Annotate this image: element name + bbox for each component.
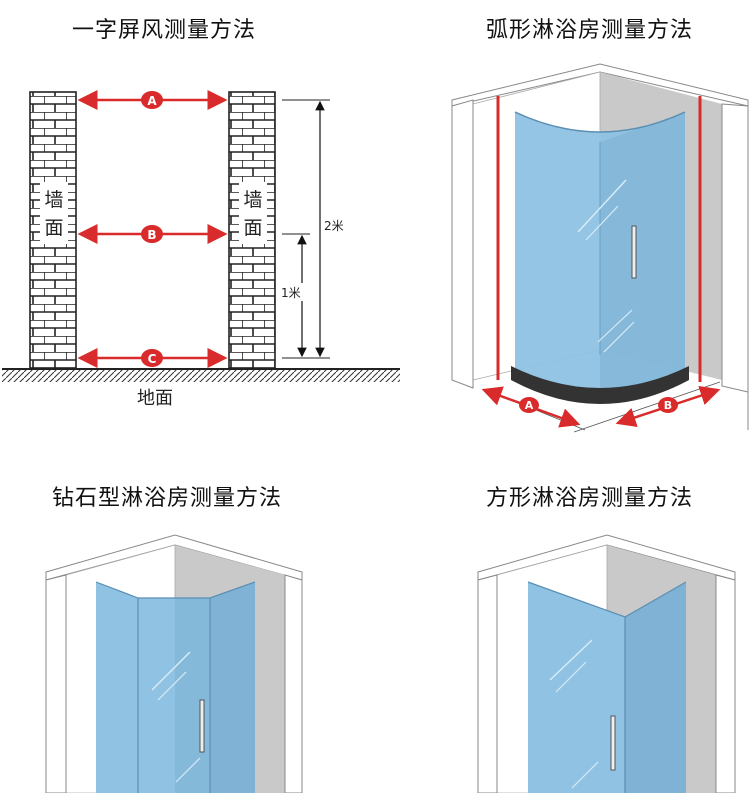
square-glass-front [528, 582, 625, 793]
diamond-glass-right [210, 582, 255, 793]
diamond-glass-left [96, 582, 138, 793]
marker-curved-a-label: A [525, 399, 534, 412]
side-wall-left [451, 99, 474, 389]
side-wall-right-diamond [284, 574, 303, 793]
door-handle-diamond [199, 699, 205, 753]
marker-a-label: A [147, 94, 157, 108]
side-wall-left-diamond [45, 574, 67, 793]
side-wall-right [721, 103, 749, 393]
wall-label-left-2: 面 [44, 217, 63, 239]
panel-title-curved-shower: 弧形淋浴房测量方法 [486, 18, 694, 43]
floor-label: 地面 [137, 388, 173, 409]
door-handle-curved [631, 225, 637, 279]
straight-screen-diagram: 墙 面 墙 面 地面 A B C 2米 1米 [2, 90, 400, 409]
marker-c [141, 349, 163, 367]
marker-a [141, 91, 163, 109]
marker-curved-b-label: B [664, 399, 672, 412]
square-shower-diagram [477, 534, 736, 793]
wall-label-left-1: 墙 [44, 189, 63, 211]
height-1m-label: 1米 [281, 286, 301, 300]
wall-label-right-1: 墙 [243, 189, 262, 211]
marker-b-label: B [147, 228, 156, 242]
door-handle-square [610, 715, 616, 771]
marker-c-label: C [148, 352, 157, 366]
panel-title-straight-screen: 一字屏风测量方法 [72, 18, 257, 43]
diamond-shower-diagram [45, 534, 303, 793]
square-glass-side [625, 582, 686, 793]
panel-title-diamond-shower: 钻石型淋浴房测量方法 [52, 486, 283, 511]
marker-curved-b [658, 397, 678, 413]
height-2m-label: 2米 [324, 219, 344, 233]
panel-title-square-shower: 方形淋浴房测量方法 [486, 486, 694, 511]
wall-label-right-2: 面 [243, 217, 262, 239]
marker-b [141, 225, 163, 243]
side-wall-left-square [477, 574, 498, 793]
curved-shower-diagram: A B [451, 63, 749, 433]
floor-hatch [2, 370, 400, 382]
marker-curved-a [519, 397, 539, 413]
side-wall-right-square [715, 574, 736, 793]
